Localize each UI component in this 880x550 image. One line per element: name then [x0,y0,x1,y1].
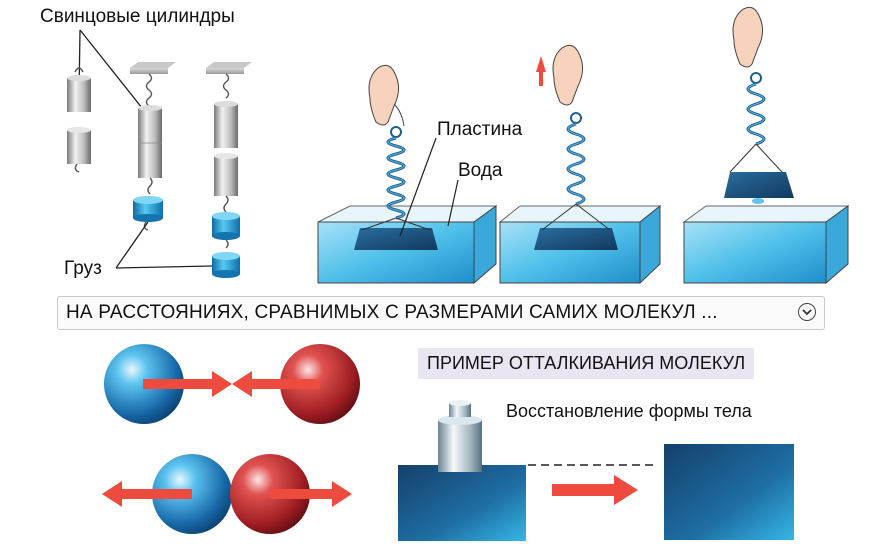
water-tank-1 [317,205,498,285]
plate-water-experiment [317,6,850,285]
banner-text: НА РАССТОЯНИЯХ, СРАВНИМЫХ С РАЗМЕРАМИ СА… [66,302,718,323]
spring-hand-1 [361,64,431,231]
attraction-molecules [104,344,360,424]
plate-label: Пластина [437,119,523,140]
example-tag: ПРИМЕР ОТТАЛКИВАНИЯ МОЛЕКУЛ [418,348,755,379]
water-tank-3 [682,205,850,285]
lead-cylinders-illustration [67,29,252,278]
collapsible-banner[interactable]: НА РАССТОЯНИЯХ, СРАВНИМЫХ С РАЗМЕРАМИ СА… [57,296,825,330]
deformation-illustration [398,400,794,541]
lead-cylinders-label: Свинцовые цилиндры [40,6,235,27]
spring-hand-3 [724,6,794,204]
spring-hand-2 [536,44,611,231]
deformation-label: Восстановление формы тела [506,401,752,421]
water-label: Вода [458,160,503,181]
chevron-down-circle-icon[interactable] [798,303,816,321]
repulsion-molecules [102,454,352,534]
water-tank-2 [498,204,662,285]
weight-label: Груз [64,258,102,279]
